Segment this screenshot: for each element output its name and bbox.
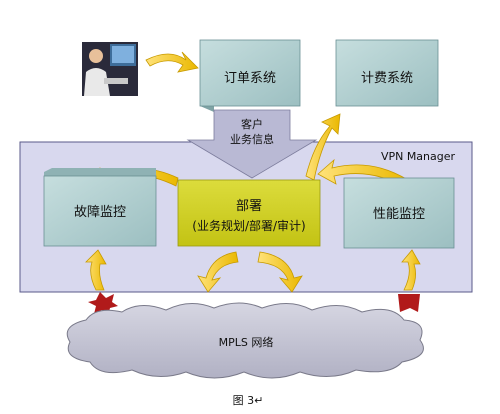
performance-monitor-label: 性能监控 <box>373 207 425 222</box>
arrow-deploy-down-left <box>197 251 239 293</box>
fault-monitor-box: 故障监控 <box>43 168 157 247</box>
alarm-flag-icon <box>398 294 420 312</box>
deploy-box: 部署 (业务规划/部署/审计) <box>177 179 321 247</box>
arrow-network-to-performance <box>401 249 421 291</box>
performance-monitor-box: 性能监控 <box>343 177 455 249</box>
user-at-computer-image <box>82 42 138 96</box>
deploy-label-line1: 部署 <box>236 199 262 214</box>
customer-label-line1: 客户 <box>241 117 263 131</box>
deploy-label-line2: (业务规划/部署/审计) <box>192 218 305 233</box>
order-system-box: 订单系统 <box>199 39 301 112</box>
billing-system-label: 计费系统 <box>361 71 413 86</box>
mpls-network-label: MPLS 网络 <box>219 335 274 349</box>
billing-system-box: 计费系统 <box>335 39 439 107</box>
alarm-burst-icon <box>88 292 118 316</box>
arrow-deploy-to-billing <box>305 113 341 181</box>
arrow-deploy-down-right <box>257 251 303 293</box>
fault-monitor-label: 故障监控 <box>74 205 126 220</box>
customer-label-line2: 业务信息 <box>230 132 274 146</box>
order-system-label: 订单系统 <box>224 71 276 86</box>
figure-caption: 图 3↵ <box>233 394 264 407</box>
arrow-network-to-fault <box>85 249 107 291</box>
arrow-user-to-order <box>145 51 199 73</box>
arrow-customer-info <box>186 109 318 179</box>
vpn-manager-label: VPN Manager <box>381 150 456 163</box>
mpls-cloud <box>66 302 424 379</box>
